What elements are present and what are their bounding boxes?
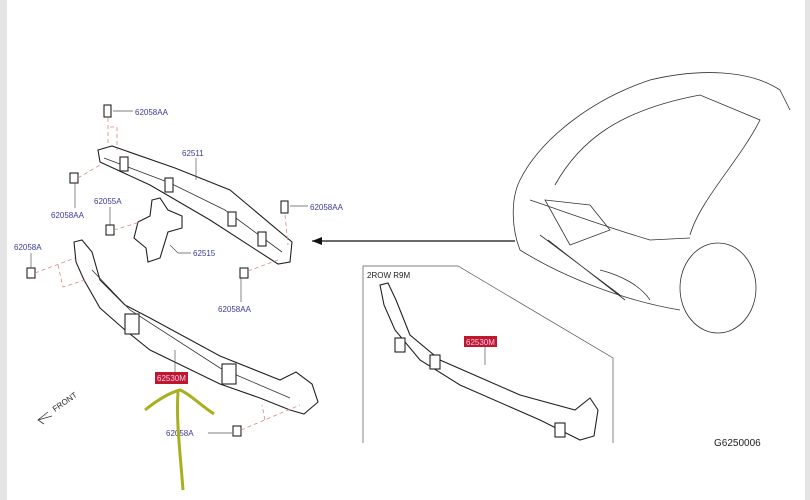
part-label-62058aa[interactable]: 62058AA <box>135 108 169 117</box>
bracket-62515[interactable] <box>133 197 183 263</box>
right-border <box>805 0 810 500</box>
front-label: FRONT <box>51 390 79 413</box>
bolt-icon <box>103 104 112 118</box>
vehicle-front-illustration <box>512 72 791 334</box>
part-label-62058aa[interactable]: 62058AA <box>51 211 85 220</box>
leader-lines <box>30 110 486 434</box>
part-label-62055a[interactable]: 62055A <box>94 197 122 206</box>
lower-member-62530m[interactable] <box>73 239 319 415</box>
inset-lower-member[interactable] <box>379 282 599 441</box>
bolt-icon <box>69 172 79 184</box>
handwritten-annotation <box>144 388 215 491</box>
front-arrow-icon <box>37 411 53 425</box>
assembly-lines <box>34 118 301 431</box>
bolt-icon <box>105 224 115 236</box>
arrow-head-icon <box>312 237 322 245</box>
part-label-62511[interactable]: 62511 <box>182 149 204 158</box>
bolt-icon <box>239 267 249 279</box>
inset-title: 2ROW R9M <box>367 271 410 280</box>
part-label-62058aa[interactable]: 62058AA <box>310 203 344 212</box>
part-label-62058a[interactable]: 62058A <box>14 243 42 252</box>
inset-part-label-62530m[interactable]: 62530M <box>466 338 495 347</box>
part-label-62058a[interactable]: 62058A <box>166 429 194 438</box>
front-indicator: FRONT <box>37 390 79 425</box>
part-label-62530m[interactable]: 62530M <box>157 374 186 383</box>
upper-member-62511[interactable] <box>97 145 293 265</box>
diagram-code: G6250006 <box>714 438 761 449</box>
highlight-box <box>155 372 188 384</box>
left-border <box>0 0 7 500</box>
highlight-box <box>464 336 497 347</box>
part-label-62058aa[interactable]: 62058AA <box>218 305 252 314</box>
inset-panel: 2ROW R9M 62530M <box>362 265 614 443</box>
bolt-icon <box>280 200 289 214</box>
bolt-icon <box>232 425 242 437</box>
part-label-62515[interactable]: 62515 <box>193 249 216 258</box>
bolt-icon <box>26 267 36 279</box>
